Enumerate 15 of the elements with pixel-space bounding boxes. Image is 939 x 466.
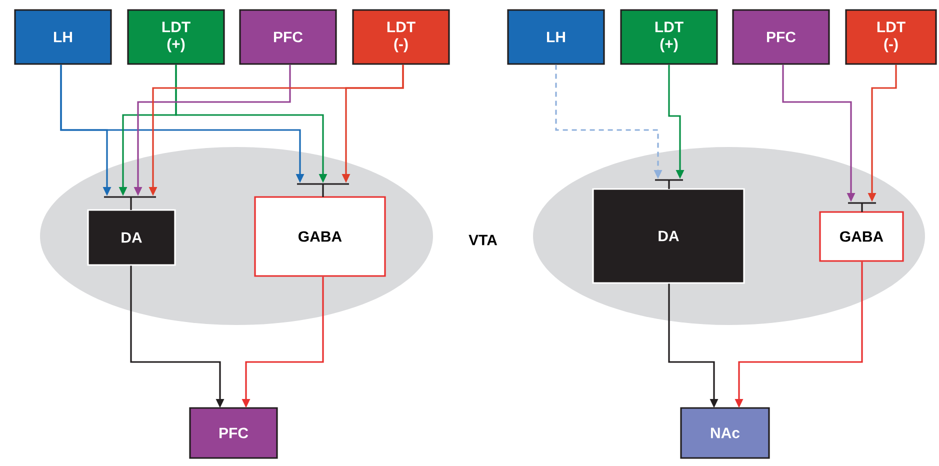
region-box: LDT (-) [352,9,450,65]
region-box: LDT (+) [127,9,225,65]
target-box: PFC [189,407,278,459]
neuron-box: GABA [254,183,386,277]
neuron-box: DA [87,196,176,266]
region-box: LH [14,9,112,65]
region-label: VTA [468,234,498,246]
region-box: LDT (+) [620,9,718,65]
region-box: PFC [239,9,337,65]
neuron-box: GABA [819,202,904,262]
region-box: LDT (-) [845,9,937,65]
neuron-box: DA [592,179,745,284]
region-box: LH [507,9,605,65]
target-box: NAc [680,407,770,459]
region-box: PFC [732,9,830,65]
